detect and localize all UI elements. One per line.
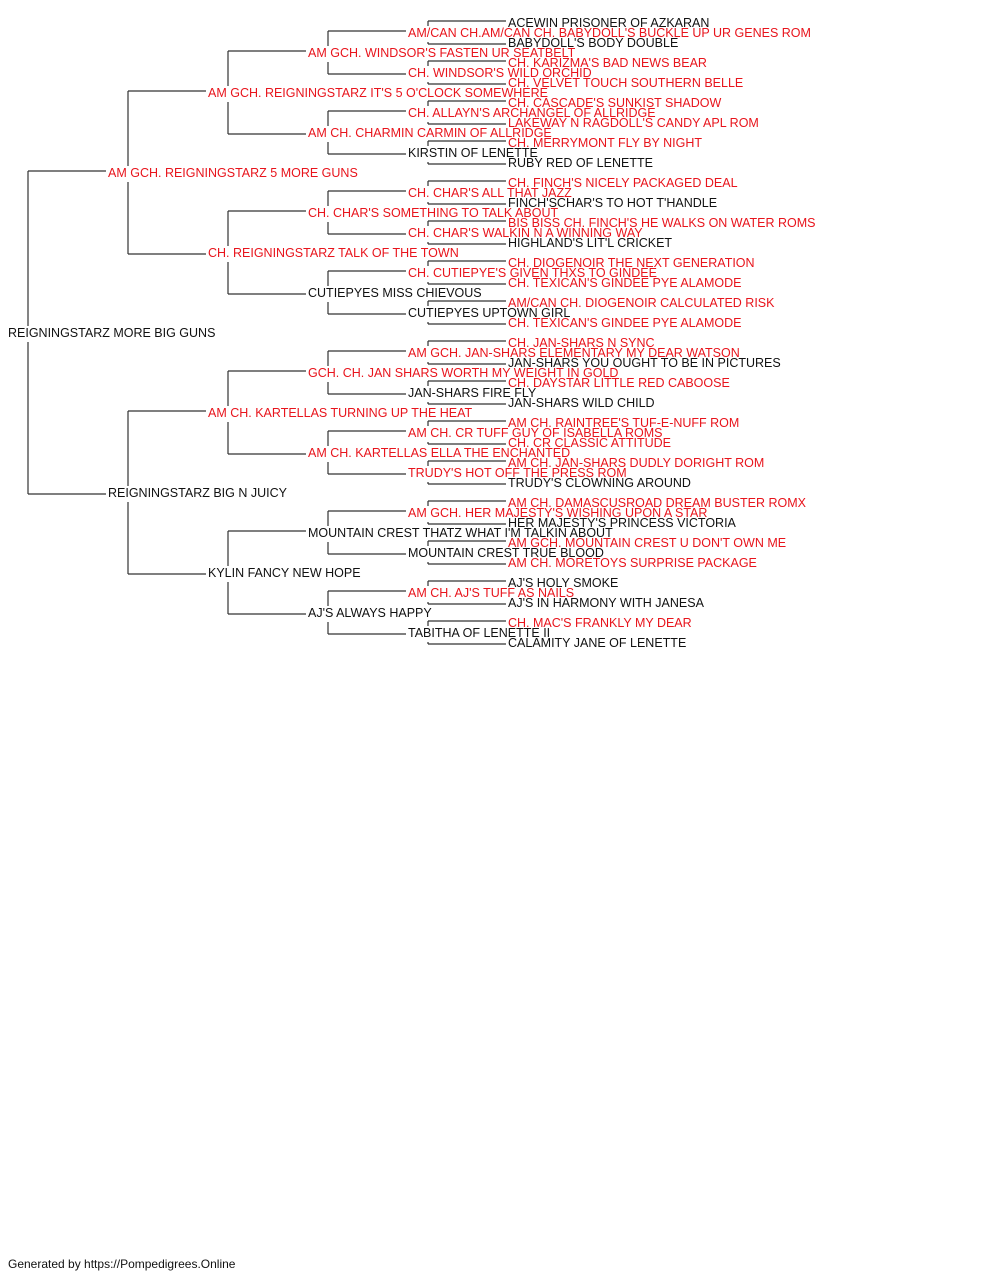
dam-name[interactable]: HIGHLAND'S LIT'L CRICKET <box>508 236 673 250</box>
dam-name[interactable]: TRUDY'S HOT OFF THE PRESS ROM <box>408 466 627 480</box>
dam-name[interactable]: CUTIEPYES MISS CHIEVOUS <box>308 286 482 300</box>
sire-name[interactable]: CH. FINCH'S NICELY PACKAGED DEAL <box>508 176 738 190</box>
dam-name[interactable]: JAN-SHARS YOU OUGHT TO BE IN PICTURES <box>508 356 781 370</box>
sire-name[interactable]: AM GCH. HER MAJESTY'S WISHING UPON A STA… <box>408 506 708 520</box>
sire-name[interactable]: CH. CASCADE'S SUNKIST SHADOW <box>508 96 722 110</box>
dam-name[interactable]: FINCH'SCHAR'S TO HOT T'HANDLE <box>508 196 718 210</box>
sire-name[interactable]: CH. MAC'S FRANKLY MY DEAR <box>508 616 692 630</box>
dam-name[interactable]: BABYDOLL'S BODY DOUBLE <box>508 36 679 50</box>
sire-name[interactable]: AM CH. CR TUFF GUY OF ISABELLA ROMS <box>408 426 663 440</box>
dam-name[interactable]: HER MAJESTY'S PRINCESS VICTORIA <box>508 516 736 530</box>
sire-name[interactable]: AM CH. RAINTREE'S TUF-E-NUFF ROM <box>508 416 740 430</box>
sire-name[interactable]: GCH. CH. JAN SHARS WORTH MY WEIGHT IN GO… <box>308 366 619 380</box>
dam-name[interactable]: TRUDY'S CLOWNING AROUND <box>508 476 691 490</box>
dam-name[interactable]: KIRSTIN OF LENETTE <box>408 146 538 160</box>
sire-name[interactable]: AM/CAN CH. DIOGENOIR CALCULATED RISK <box>508 296 775 310</box>
dam-name[interactable]: CH. CR CLASSIC ATTITUDE <box>508 436 671 450</box>
sire-name[interactable]: AM CH. DAMASCUSROAD DREAM BUSTER ROMX <box>508 496 806 510</box>
dam-name[interactable]: CH. TEXICAN'S GINDEE PYE ALAMODE <box>508 276 742 290</box>
sire-name[interactable]: AM CH. AJ'S TUFF AS NAILS <box>408 586 575 600</box>
dam-name[interactable]: KYLIN FANCY NEW HOPE <box>208 566 361 580</box>
sire-name[interactable]: AM GCH. WINDSOR'S FASTEN UR SEATBELT <box>308 46 576 60</box>
sire-name[interactable]: CH. DIOGENOIR THE NEXT GENERATION <box>508 256 755 270</box>
dam-name[interactable]: AM CH. MORETOYS SURPRISE PACKAGE <box>508 556 757 570</box>
dam-name[interactable]: AM CH. KARTELLAS ELLA THE ENCHANTED <box>308 446 571 460</box>
sire-name[interactable]: AM GCH. MOUNTAIN CREST U DON'T OWN ME <box>508 536 787 550</box>
sire-name[interactable]: CH. CHAR'S SOMETHING TO TALK ABOUT <box>308 206 559 220</box>
sire-name[interactable]: AM GCH. REIGNINGSTARZ 5 MORE GUNS <box>108 166 358 180</box>
dam-name[interactable]: AJ'S IN HARMONY WITH JANESA <box>508 596 704 610</box>
generated-by-footer: Generated by https://Pompedigrees.Online <box>8 1257 236 1271</box>
sire-name[interactable]: CH. MERRYMONT FLY BY NIGHT <box>508 136 703 150</box>
sire-name[interactable]: ACEWIN PRISONER OF AZKARAN <box>508 16 710 30</box>
sire-name[interactable]: CH. KARIZMA'S BAD NEWS BEAR <box>508 56 707 70</box>
sire-name[interactable]: AM/CAN CH.AM/CAN CH. BABYDOLL'S BUCKLE U… <box>408 26 811 40</box>
sire-name[interactable]: AM CH. JAN-SHARS DUDLY DORIGHT ROM <box>508 456 765 470</box>
dam-name[interactable]: JAN-SHARS FIRE FLY <box>408 386 537 400</box>
sire-name[interactable]: CH. CUTIEPYE'S GIVEN THXS TO GINDEE <box>408 266 657 280</box>
dam-name[interactable]: CALAMITY JANE OF LENETTE <box>508 636 687 650</box>
sire-name[interactable]: AM GCH. REIGNINGSTARZ IT'S 5 O'CLOCK SOM… <box>208 86 548 100</box>
dam-name[interactable]: CH. REIGNINGSTARZ TALK OF THE TOWN <box>208 246 459 260</box>
dam-name[interactable]: TABITHA OF LENETTE II <box>408 626 551 640</box>
dam-name[interactable]: CH. TEXICAN'S GINDEE PYE ALAMODE <box>508 316 742 330</box>
sire-name[interactable]: CH. JAN-SHARS N SYNC <box>508 336 655 350</box>
dam-name[interactable]: CH. CHAR'S WALKIN N A WINNING WAY <box>408 226 643 240</box>
sire-name[interactable]: CH. ALLAYN'S ARCHANGEL OF ALLRIDGE <box>408 106 656 120</box>
sire-name[interactable]: MOUNTAIN CREST THATZ WHAT I'M TALKIN ABO… <box>308 526 613 540</box>
sire-name[interactable]: AJ'S HOLY SMOKE <box>508 576 619 590</box>
dam-name[interactable]: JAN-SHARS WILD CHILD <box>508 396 655 410</box>
sire-name[interactable]: AM CH. KARTELLAS TURNING UP THE HEAT <box>208 406 473 420</box>
dam-name[interactable]: AJ'S ALWAYS HAPPY <box>308 606 432 620</box>
dam-name[interactable]: MOUNTAIN CREST TRUE BLOOD <box>408 546 604 560</box>
subject-dog-name[interactable]: REIGNINGSTARZ MORE BIG GUNS <box>8 326 216 340</box>
dam-name[interactable]: CUTIEPYES UPTOWN GIRL <box>408 306 571 320</box>
sire-name[interactable]: CH. DAYSTAR LITTLE RED CABOOSE <box>508 376 730 390</box>
dam-name[interactable]: LAKEWAY N RAGDOLL'S CANDY APL ROM <box>508 116 759 130</box>
sire-name[interactable]: CH. CHAR'S ALL THAT JAZZ <box>408 186 572 200</box>
sire-name[interactable]: BIS BISS CH. FINCH'S HE WALKS ON WATER R… <box>508 216 816 230</box>
dam-name[interactable]: CH. WINDSOR'S WILD ORCHID <box>408 66 592 80</box>
dam-name[interactable]: AM CH. CHARMIN CARMIN OF ALLRIDGE <box>308 126 552 140</box>
dam-name[interactable]: REIGNINGSTARZ BIG N JUICY <box>108 486 287 500</box>
dam-name[interactable]: CH. VELVET TOUCH SOUTHERN BELLE <box>508 76 744 90</box>
sire-name[interactable]: AM GCH. JAN-SHARS ELEMENTARY MY DEAR WAT… <box>408 346 740 360</box>
dam-name[interactable]: RUBY RED OF LENETTE <box>508 156 653 170</box>
